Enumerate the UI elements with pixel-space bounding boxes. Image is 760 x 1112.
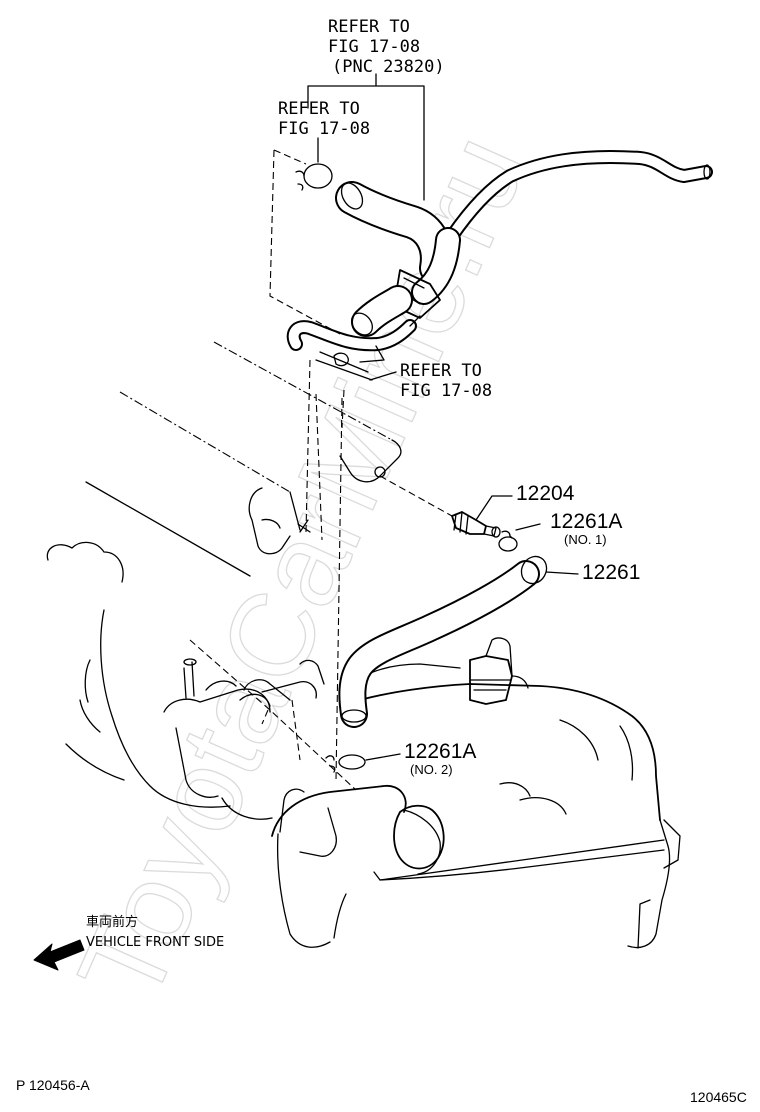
part-leaders: [365, 495, 579, 761]
part-note-no1: (NO. 1): [564, 532, 607, 547]
part-number-12261a-no1: 12261A: [550, 510, 622, 533]
part-number-12204: 12204: [516, 482, 575, 505]
engine-outline: [46, 341, 681, 949]
ref-mid-line1: REFER TO: [400, 361, 482, 381]
ref-upper-line1: REFER TO: [278, 99, 360, 119]
upper-clamp: [295, 163, 333, 191]
upper-hose-assembly: [286, 149, 713, 381]
part-note-no2: (NO. 2): [410, 762, 453, 777]
clamp-no1: [498, 530, 518, 552]
watermark: ToyotaCarMine.ru: [53, 116, 552, 1020]
ref-mid-line2: FIG 17-08: [400, 381, 492, 401]
ref-top-line3: (PNC 23820): [332, 57, 445, 77]
dashed-guides: [189, 149, 453, 791]
pcv-valve: [451, 511, 501, 538]
ref-top-line2: FIG 17-08: [328, 37, 420, 57]
ref-upper-line2: FIG 17-08: [278, 119, 370, 139]
pcv-hose: [338, 555, 548, 728]
vehicle-front-en-label: VEHICLE FRONT SIDE: [86, 935, 224, 950]
front-arrow-icon: [33, 939, 85, 971]
reference-leaders: [307, 73, 425, 381]
clamp-no2: [325, 754, 366, 773]
ref-top-line1: REFER TO: [328, 17, 410, 37]
vehicle-front-jp-label: 車両前方: [86, 914, 138, 930]
part-number-12261: 12261: [582, 561, 640, 584]
footer-right-code: 120465C: [690, 1089, 747, 1105]
vehicle-front-indicator: 車両前方 VEHICLE FRONT SIDE: [33, 914, 224, 971]
footer-left-code: P 120456-A: [16, 1077, 90, 1093]
part-number-12261a-no2: 12261A: [404, 740, 476, 763]
